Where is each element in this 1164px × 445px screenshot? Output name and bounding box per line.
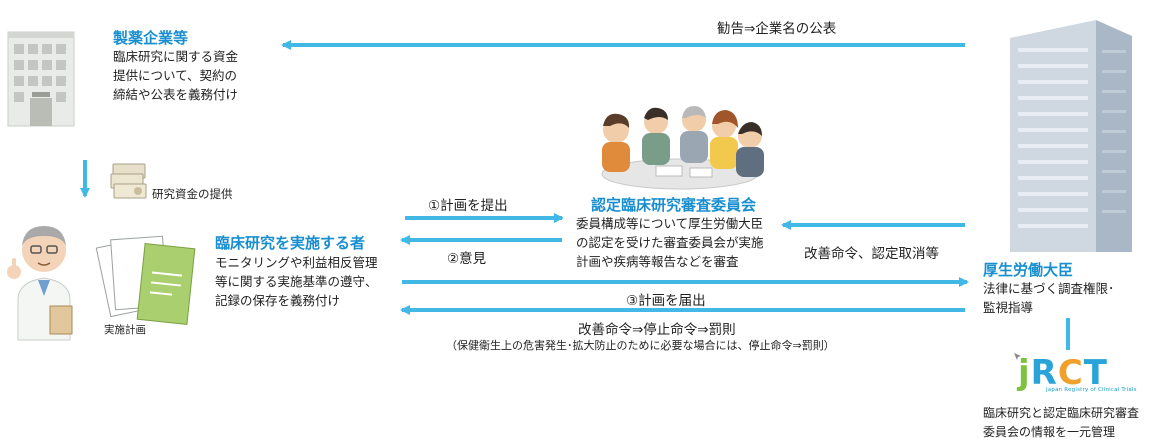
orders-label: 改善命令⇒停止命令⇒罰則 (578, 322, 736, 338)
money-icon (110, 163, 147, 199)
document-label: 実施計画 (104, 324, 146, 336)
researcher-desc-line: モニタリングや利益相反管理 (215, 255, 378, 270)
pharma-title: 製薬企業等 (113, 29, 189, 47)
improve-cancel-label: 改善命令、認定取消等 (804, 246, 939, 262)
jrct-logo-text: jRCT (1018, 353, 1108, 393)
researcher-description: モニタリングや利益相反管理 等に関する実施基準の遵守、 記録の保存を義務付け (215, 253, 378, 310)
opinion-label: ②意見 (447, 251, 487, 267)
cursor-icon (1014, 353, 1021, 360)
jrct-desc-line: 臨床研究と認定臨床研究審査 (983, 406, 1140, 420)
committee-desc-line: の認定を受けた審査委員会が実施 (576, 235, 764, 250)
jrct-logo-subtitle: Japan Registry of Clinical Trials (1046, 387, 1137, 393)
ministry-building-icon (1010, 20, 1132, 252)
committee-desc-line: 委員構成等について厚生労働大臣 (576, 216, 764, 231)
committee-title: 認定臨床研究審査委員会 (591, 196, 757, 214)
committee-description: 委員構成等について厚生労働大臣 の認定を受けた審査委員会が実施 計画や疾病等報告… (576, 214, 764, 271)
funding-label: 研究資金の提供 (152, 187, 233, 201)
pharma-desc-line: 締結や公表を義務付け (113, 87, 239, 102)
jrct-desc-line: 委員会の情報を一元管理 (983, 425, 1116, 439)
document-stack-icon (95, 235, 196, 325)
minister-desc-line: 監視指導 (983, 300, 1034, 315)
researcher-desc-line: 等に関する実施基準の遵守、 (215, 274, 378, 289)
plan-notify-label: ③計画を届出 (626, 293, 706, 309)
pharma-description: 臨床研究に関する資金 提供について、契約の 締結や公表を義務付け (113, 47, 238, 104)
researcher-title: 臨床研究を実施する者 (215, 234, 366, 252)
committee-desc-line: 計画や疾病等報告などを審査 (576, 254, 739, 269)
pharma-desc-line: 臨床研究に関する資金 (113, 49, 239, 64)
minister-title: 厚生労働大臣 (983, 261, 1074, 279)
pharma-building-icon (7, 31, 75, 127)
plan-submit-label: ①計画を提出 (428, 198, 508, 214)
doctor-icon (7, 226, 73, 341)
pharma-desc-line: 提供について、契約の (113, 68, 238, 83)
orders-note: （保健衛生上の危害発生･拡大防止のために必要な場合には、停止命令⇒罰則） (446, 339, 835, 352)
researcher-desc-line: 記録の保存を義務付け (215, 293, 341, 308)
jrct-description: 臨床研究と認定臨床研究審査 委員会の情報を一元管理 (983, 404, 1139, 442)
kankoku-label: 勧告⇒企業名の公表 (717, 21, 837, 37)
committee-meeting-icon (601, 106, 764, 190)
minister-desc-line: 法律に基づく調査権限･ (983, 281, 1115, 296)
minister-description: 法律に基づく調査権限･ 監視指導 (983, 279, 1114, 317)
